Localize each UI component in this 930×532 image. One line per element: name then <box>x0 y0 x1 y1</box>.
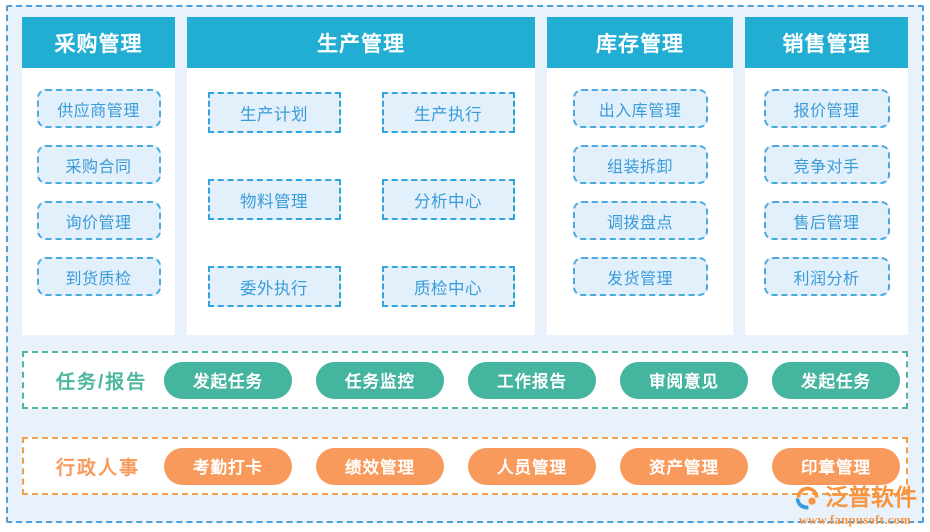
band-pill-group-admin: 考勤打卡 绩效管理 人员管理 资产管理 印章管理 <box>164 447 906 485</box>
module-body-sales: 报价管理 竞争对手 售后管理 利润分析 <box>745 68 908 335</box>
module-columns: 采购管理 供应商管理 采购合同 询价管理 到货质检 生产管理 生产计划 生产执行… <box>22 17 908 335</box>
band-tasks-reports: 任务/报告 发起任务 任务监控 工作报告 审阅意见 发起任务 <box>22 351 908 409</box>
module-item[interactable]: 到货质检 <box>36 257 161 296</box>
module-item[interactable]: 利润分析 <box>763 257 890 296</box>
module-header-production: 生产管理 <box>187 17 535 68</box>
module-item[interactable]: 分析中心 <box>381 179 515 220</box>
module-header-procurement: 采购管理 <box>22 17 175 68</box>
task-pill[interactable]: 发起任务 <box>772 361 900 399</box>
module-body-production: 生产计划 生产执行 物料管理 分析中心 委外执行 质检中心 <box>187 68 535 335</box>
module-item[interactable]: 生产执行 <box>381 92 515 133</box>
band-admin-hr: 行政人事 考勤打卡 绩效管理 人员管理 资产管理 印章管理 <box>22 437 908 495</box>
module-column-procurement[interactable]: 采购管理 供应商管理 采购合同 询价管理 到货质检 <box>22 17 175 335</box>
module-body-inventory: 出入库管理 组装拆卸 调拨盘点 发货管理 <box>547 68 733 335</box>
module-item[interactable]: 出入库管理 <box>572 89 708 128</box>
logo-wordmark: 泛普软件 <box>825 484 917 511</box>
module-item[interactable]: 供应商管理 <box>36 89 161 128</box>
module-item-list-sales: 报价管理 竞争对手 售后管理 利润分析 <box>745 89 908 296</box>
module-item-grid-production: 生产计划 生产执行 物料管理 分析中心 委外执行 质检中心 <box>207 89 515 307</box>
module-column-sales[interactable]: 销售管理 报价管理 竞争对手 售后管理 利润分析 <box>745 17 908 335</box>
module-item[interactable]: 调拨盘点 <box>572 201 708 240</box>
module-item[interactable]: 采购合同 <box>36 145 161 184</box>
fanpu-logo-icon <box>795 486 819 510</box>
module-item[interactable]: 报价管理 <box>763 89 890 128</box>
module-body-procurement: 供应商管理 采购合同 询价管理 到货质检 <box>22 68 175 335</box>
watermark-logo: 泛普软件 www.fanpusoft.com <box>788 480 922 528</box>
module-item[interactable]: 竞争对手 <box>763 145 890 184</box>
logo-url: www.fanpusoft.com <box>798 513 912 528</box>
module-item-list-procurement: 供应商管理 采购合同 询价管理 到货质检 <box>22 89 175 296</box>
module-item[interactable]: 质检中心 <box>381 266 515 307</box>
module-item-list-inventory: 出入库管理 组装拆卸 调拨盘点 发货管理 <box>547 89 733 296</box>
task-pill[interactable]: 审阅意见 <box>620 361 748 399</box>
task-pill[interactable]: 工作报告 <box>468 361 596 399</box>
band-label-tasks: 任务/报告 <box>56 371 148 393</box>
module-item[interactable]: 物料管理 <box>207 179 341 220</box>
module-item[interactable]: 委外执行 <box>207 266 341 307</box>
module-item[interactable]: 询价管理 <box>36 201 161 240</box>
module-column-production[interactable]: 生产管理 生产计划 生产执行 物料管理 分析中心 委外执行 质检中心 <box>187 17 535 335</box>
admin-pill[interactable]: 人员管理 <box>468 447 596 485</box>
admin-pill[interactable]: 绩效管理 <box>316 447 444 485</box>
admin-pill[interactable]: 考勤打卡 <box>164 447 292 485</box>
logo-lockup: 泛普软件 <box>793 482 917 513</box>
admin-pill[interactable]: 资产管理 <box>620 447 748 485</box>
admin-pill[interactable]: 印章管理 <box>772 447 900 485</box>
band-pill-group-tasks: 发起任务 任务监控 工作报告 审阅意见 发起任务 <box>164 361 906 399</box>
module-header-sales: 销售管理 <box>745 17 908 68</box>
module-item[interactable]: 生产计划 <box>207 92 341 133</box>
task-pill[interactable]: 任务监控 <box>316 361 444 399</box>
task-pill[interactable]: 发起任务 <box>164 361 292 399</box>
module-item[interactable]: 售后管理 <box>763 201 890 240</box>
module-item[interactable]: 组装拆卸 <box>572 145 708 184</box>
module-header-inventory: 库存管理 <box>547 17 733 68</box>
module-column-inventory[interactable]: 库存管理 出入库管理 组装拆卸 调拨盘点 发货管理 <box>547 17 733 335</box>
band-label-admin: 行政人事 <box>56 457 141 479</box>
module-item[interactable]: 发货管理 <box>572 257 708 296</box>
